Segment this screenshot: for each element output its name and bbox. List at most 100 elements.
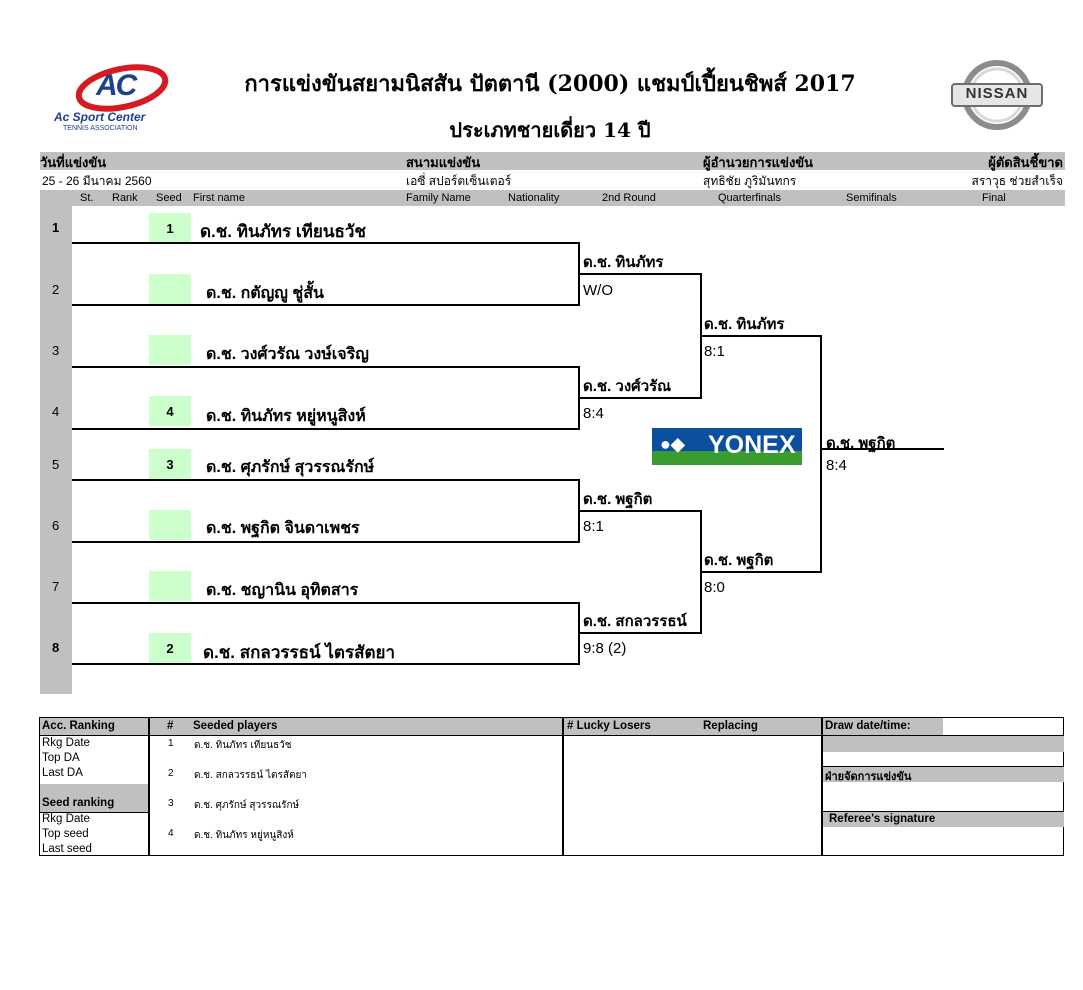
- nissan-logo-icon: [951, 60, 1043, 130]
- footer-divider: [821, 717, 823, 856]
- player-name: ด.ช. กตัญญู ชู่สั้น: [206, 285, 324, 302]
- seed-cell: 2: [149, 633, 191, 663]
- acc-ranking-label: Acc. Ranking: [42, 720, 115, 732]
- player-name: ด.ช. ชญานิน อุทิตสาร: [206, 582, 359, 599]
- player-name: ด.ช. สกลวรรธน์ ไตรสัตยา: [203, 643, 396, 662]
- draw-date-label: Draw date/time:: [825, 720, 911, 732]
- r2-score: 9:8 (2): [583, 640, 627, 657]
- col-family-name: Family Name: [406, 192, 471, 204]
- qf-score: 8:0: [704, 579, 725, 596]
- date-label: วันที่แข่งขัน: [40, 156, 107, 171]
- qf-winner-name: ด.ช. ทินภัทร: [704, 316, 785, 333]
- rkg-date-label: Rkg Date: [42, 813, 90, 825]
- r2-score: W/O: [583, 282, 613, 299]
- col-rank: Rank: [112, 192, 138, 204]
- nissan-logo-text: NISSAN: [965, 85, 1029, 102]
- player-name: ด.ช. พฐกิต จินดาเพชร: [206, 520, 360, 537]
- col-semifinals: Semifinals: [846, 192, 897, 204]
- bracket-line: [72, 242, 580, 244]
- info-band: [40, 152, 1065, 170]
- player-name: ด.ช. ศุภรักษ์ สุวรรณรักษ์: [206, 459, 375, 476]
- col-quarterfinals: Quarterfinals: [718, 192, 781, 204]
- seeded-players-label: Seeded players: [193, 720, 278, 732]
- bracket-line: [580, 510, 702, 512]
- column-header-band: [40, 190, 1065, 206]
- bracket-line: [580, 632, 702, 634]
- seed-cell: [149, 335, 191, 365]
- bracket-line: [700, 510, 702, 634]
- referee-value: สราวุธ ช่วยสำเร็จ: [971, 174, 1063, 188]
- r2-winner-name: ด.ช. สกลวรรธน์: [583, 613, 687, 630]
- date-value: 25 - 26 มีนาคม 2560: [42, 174, 152, 188]
- row-number: 3: [52, 343, 60, 358]
- bracket-line: [580, 397, 702, 399]
- col-nationality: Nationality: [508, 192, 560, 204]
- organizer-label: ฝ่ายจัดการแข่งขัน: [825, 770, 912, 783]
- footer-divider: [562, 717, 564, 856]
- seed-cell: [149, 274, 191, 304]
- player-name: ด.ช. ทินภัทร เทียนธวัช: [200, 222, 366, 241]
- seed-cell: 3: [149, 449, 191, 479]
- bracket-line: [72, 366, 580, 368]
- referee-signature-label: Referee's signature: [829, 813, 936, 825]
- bracket-line: [578, 366, 580, 430]
- ac-logo-name: Ac Sport Center: [54, 110, 146, 124]
- seed-number: 1: [168, 738, 174, 749]
- bracket-line: [72, 541, 580, 543]
- row-number: 5: [52, 457, 60, 472]
- seed-cell: [149, 571, 191, 601]
- rkg-date-label: Rkg Date: [42, 737, 90, 749]
- r2-winner-name: ด.ช. วงศ์วรัณ: [583, 378, 672, 395]
- seed-number: 3: [168, 798, 174, 809]
- bracket-line: [702, 335, 822, 337]
- bracket-line: [702, 571, 822, 573]
- row-number: 7: [52, 579, 60, 594]
- bracket-line: [700, 273, 702, 399]
- col-final: Final: [982, 192, 1006, 204]
- r2-winner-name: ด.ช. พฐกิต: [583, 491, 653, 508]
- bracket-line: [578, 602, 580, 665]
- yonex-logo-text: YONEX: [708, 431, 796, 459]
- r2-score: 8:1: [583, 518, 604, 535]
- r2-score: 8:4: [583, 405, 604, 422]
- bracket-line: [72, 479, 580, 481]
- yonex-mark-icon: ●◆: [660, 434, 685, 454]
- seed-number: 2: [168, 768, 174, 779]
- lucky-losers-label: # Lucky Losers: [567, 720, 651, 732]
- ac-sport-center-logo: AC Ac Sport Center TENNIS ASSOCIATION: [52, 62, 177, 137]
- organizer-band: [823, 767, 1064, 782]
- sf-score: 8:4: [826, 457, 847, 474]
- venue-value: เอซี่ สปอร์ตเซ็นเตอร์: [406, 174, 512, 188]
- bracket-line: [822, 448, 944, 450]
- referee-sig-band: [823, 812, 1064, 827]
- director-value: สุทธิชัย ภูริมันทกร: [703, 174, 797, 188]
- footer-divider: [822, 766, 1064, 767]
- seed-ranking-label: Seed ranking: [42, 797, 115, 809]
- bracket-line: [72, 602, 580, 604]
- page-subtitle: ประเภทชายเดี่ยว 14 ปี: [449, 118, 651, 142]
- bracket-line: [72, 428, 580, 430]
- bracket-line: [578, 479, 580, 543]
- bracket-line: [578, 242, 580, 306]
- draw-date-band: [823, 736, 1064, 752]
- row-number: 2: [52, 282, 60, 297]
- yonex-sponsor-logo: ●◆ YONEX: [652, 428, 802, 465]
- seed-ranking-band: [40, 784, 148, 812]
- row-number: 1: [52, 220, 60, 235]
- row-number-column: [40, 206, 72, 694]
- top-seed-label: Top seed: [42, 828, 89, 840]
- bracket-line: [72, 304, 580, 306]
- replacing-label: Replacing: [703, 720, 758, 732]
- col-seed: Seed: [156, 192, 182, 204]
- nissan-logo: NISSAN: [950, 58, 1044, 132]
- seeded-player-name: ด.ช. ศุภรักษ์ สุวรรณรักษ์: [194, 800, 300, 811]
- bracket-line: [72, 663, 580, 665]
- bracket-line: [820, 335, 822, 573]
- row-number: 8: [52, 640, 60, 655]
- player-name: ด.ช. ทินภัทร หยู่หนูสิงห์: [206, 408, 366, 425]
- top-da-label: Top DA: [42, 752, 80, 764]
- ac-logo-mark: AC: [96, 69, 137, 102]
- seed-cell: 4: [149, 396, 191, 426]
- qf-score: 8:1: [704, 343, 725, 360]
- venue-label: สนามแข่งขัน: [406, 156, 481, 171]
